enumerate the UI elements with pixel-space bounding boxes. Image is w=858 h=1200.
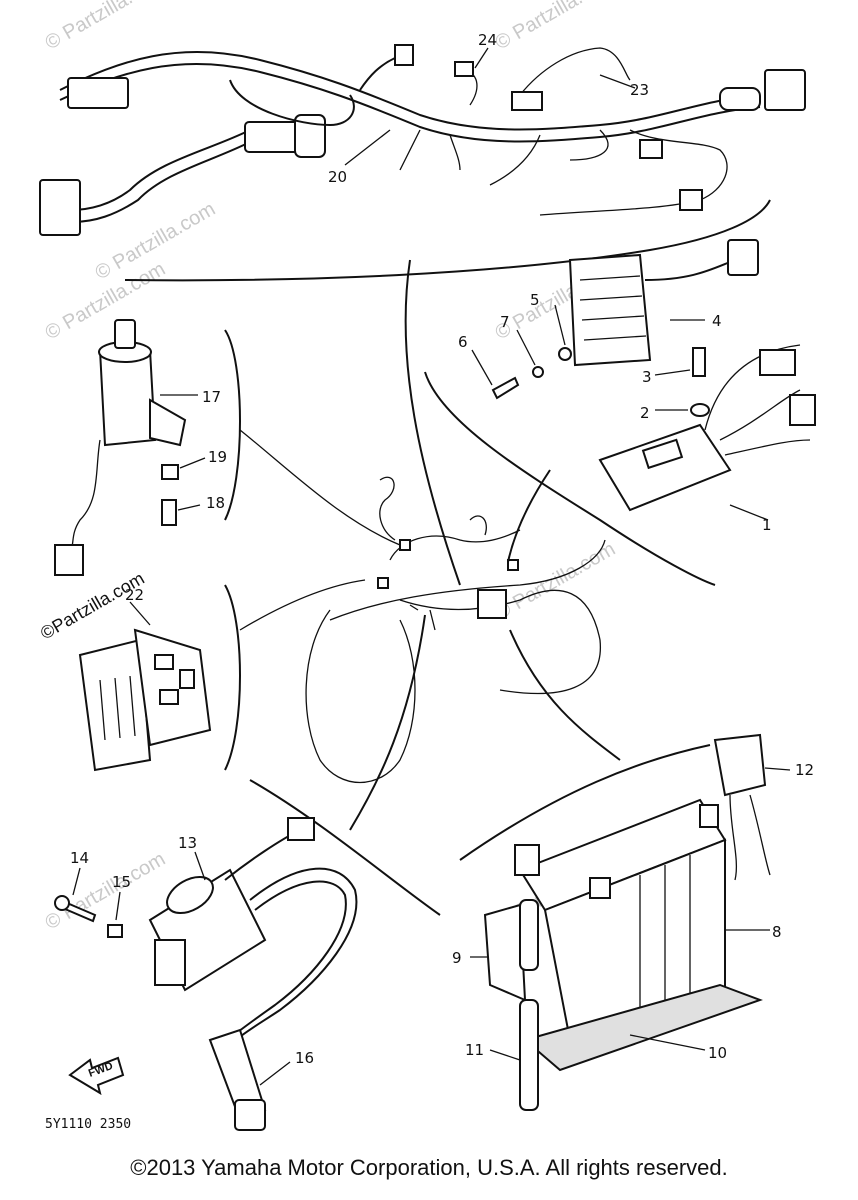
relay-group	[78, 579, 366, 772]
battery-group	[459, 733, 791, 1111]
callout-2: 2	[640, 404, 650, 422]
callout-6: 6	[458, 333, 468, 351]
callout-5: 5	[530, 291, 540, 309]
bolt	[491, 376, 520, 400]
bolt	[161, 499, 177, 526]
lead-terminal	[454, 61, 474, 77]
watermark-text: © Partzilla.com	[492, 0, 620, 54]
nut	[558, 347, 572, 361]
callout-24: 24	[478, 31, 497, 49]
callout-18: 18	[206, 494, 225, 512]
diagram-code: 5Y1110 2350	[45, 1117, 131, 1132]
battery-band	[519, 999, 539, 1111]
callout-13: 13	[178, 834, 197, 852]
relay-cover	[78, 638, 152, 772]
callout-4: 4	[712, 312, 722, 330]
cdi-connector	[789, 394, 816, 426]
bolt	[692, 347, 706, 377]
callout-14: 14	[70, 849, 89, 867]
callout-20: 20	[328, 168, 347, 186]
callout-8: 8	[772, 923, 782, 941]
battery-terminal	[514, 844, 540, 876]
frame-outline	[305, 259, 621, 831]
switch-bracket	[149, 398, 187, 447]
callout-9: 9	[452, 949, 462, 967]
coil-terminal	[154, 939, 186, 986]
electrical-parts-diagram: © Partzilla.com © Partzilla.com © Partzi…	[37, 0, 816, 1132]
callout-16: 16	[295, 1049, 314, 1067]
watermark-text-dark: ©Partzilla.com	[37, 568, 148, 643]
coil-connector	[287, 817, 315, 841]
callout-10: 10	[708, 1044, 727, 1062]
callout-17: 17	[202, 388, 221, 406]
callout-1: 1	[762, 516, 772, 534]
main-switch-group	[54, 319, 401, 576]
cdi-unit	[598, 423, 732, 512]
small-connector	[679, 189, 703, 211]
watermarks: © Partzilla.com © Partzilla.com © Partzi…	[37, 0, 619, 934]
multi-pin-connector	[39, 179, 81, 236]
regulator-group	[424, 239, 816, 586]
lead-wire-terminal	[511, 91, 543, 111]
fuse-holder	[713, 733, 767, 797]
watermark-text: © Partzilla.com	[42, 0, 170, 54]
battery-terminal	[589, 877, 611, 899]
callout-7: 7	[500, 313, 510, 331]
callout-22: 22	[125, 586, 144, 604]
key-cylinder	[114, 319, 136, 349]
multi-pin-connector	[764, 69, 806, 111]
main-switch	[98, 349, 157, 447]
nut	[107, 924, 123, 938]
callout-11: 11	[465, 1041, 484, 1059]
callout-23: 23	[630, 81, 649, 99]
battery-mat	[522, 983, 763, 1072]
washer	[532, 366, 544, 378]
switch-connector	[54, 544, 84, 576]
relay-connector	[639, 139, 663, 159]
washer	[690, 403, 710, 417]
multi-pin-connector	[67, 77, 129, 109]
battery-cap	[699, 804, 719, 828]
regulator-connector	[727, 239, 759, 276]
rectifier-regulator	[568, 253, 652, 367]
harness-grommet	[294, 114, 326, 158]
harness-sleeve	[719, 87, 761, 111]
callouts: 1 2 3 4 5 6 7 8 9 10 11 12 13 14 15 16 1…	[70, 31, 814, 1067]
forward-arrow: FWD	[68, 1056, 125, 1096]
ignition-group	[54, 779, 441, 1131]
callout-12: 12	[795, 761, 814, 779]
callout-19: 19	[208, 448, 227, 466]
wire-harness	[39, 44, 806, 282]
nut	[161, 464, 179, 480]
callout-3: 3	[642, 368, 652, 386]
small-connector	[394, 44, 414, 66]
cdi-label	[641, 438, 684, 470]
frame-relay-location	[477, 589, 507, 619]
cdi-connector	[759, 349, 796, 376]
copyright-footer: ©2013 Yamaha Motor Corporation, U.S.A. A…	[130, 1155, 728, 1180]
relay-base	[133, 628, 212, 747]
callout-15: 15	[112, 873, 131, 891]
